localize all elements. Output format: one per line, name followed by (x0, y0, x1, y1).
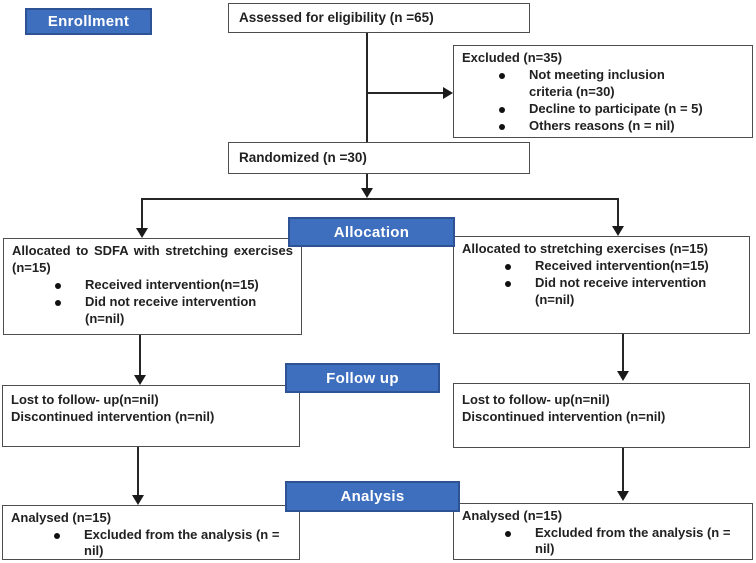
arrowhead-down-icon (617, 491, 629, 501)
connector-split-to-allocation-right (617, 199, 619, 227)
arrowhead-down-icon (134, 375, 146, 385)
allocation-left-bullet-list: Received intervention(n=15) Did not rece… (12, 277, 293, 328)
assessed-for-eligibility-box: Assessed for eligibility (n =65) (228, 3, 530, 33)
arrowhead-down-icon (361, 188, 373, 198)
connector-assessed-to-randomized (366, 33, 368, 142)
excluded-bullet-list: Not meeting inclusion criteria (n=30) De… (462, 67, 744, 135)
stage-label-enrollment-text: Enrollment (47, 13, 130, 30)
connector-randomized-to-split (366, 174, 368, 190)
allocation-right-box: Allocated to stretching exercises (n=15)… (453, 236, 750, 334)
allocation-left-bullet: Did not receive intervention (n=nil) (55, 294, 289, 328)
analysis-left-box: Analysed (n=15) Excluded from the analys… (2, 505, 300, 560)
followup-right-line1: Lost to follow- up(n=nil) (462, 392, 610, 407)
connector-followup-to-analysis-right (622, 448, 624, 492)
arrowhead-down-icon (612, 226, 624, 236)
allocation-right-title: Allocated to stretching exercises (n=15) (462, 241, 709, 256)
followup-left-line2: Discontinued intervention (n=nil) (11, 408, 215, 424)
analysis-right-box: Analysed (n=15) Excluded from the analys… (453, 503, 753, 560)
analysis-right-bullet: Excluded from the analysis (n = nil) (505, 525, 740, 558)
arrowhead-right-icon (443, 87, 453, 99)
followup-left-line1: Lost to follow- up(n=nil) (11, 392, 159, 407)
analysis-right-title: Analysed (n=15) (462, 508, 563, 523)
followup-right-box: Lost to follow- up(n=nil) Discontinued i… (453, 383, 750, 448)
excluded-bullet: Not meeting inclusion criteria (n=30) (499, 67, 697, 101)
excluded-bullet: Decline to participate (n = 5) (499, 101, 740, 118)
stage-label-followup: Follow up (285, 363, 440, 393)
connector-allocation-to-followup-left (139, 335, 141, 376)
randomized-text: Randomized (n =30) (239, 150, 367, 166)
stage-label-enrollment: Enrollment (25, 8, 152, 35)
stage-label-analysis-text: Analysis (340, 488, 405, 505)
arrowhead-down-icon (136, 228, 148, 238)
stage-label-allocation: Allocation (288, 217, 455, 247)
randomized-box: Randomized (n =30) (228, 142, 530, 174)
allocation-left-title: Allocated to SDFA with stretching exerci… (12, 243, 293, 275)
allocation-right-bullet: Did not receive intervention (n=nil) (505, 275, 737, 309)
arrowhead-down-icon (132, 495, 144, 505)
connector-to-excluded (367, 92, 444, 94)
split-line (141, 198, 619, 200)
followup-right-line2: Discontinued intervention (n=nil) (462, 408, 666, 424)
allocation-right-bullet: Received intervention(n=15) (505, 258, 737, 275)
analysis-left-bullet: Excluded from the analysis (n = nil) (54, 527, 287, 560)
connector-split-to-allocation-left (141, 199, 143, 229)
excluded-bullet: Others reasons (n = nil) (499, 118, 740, 135)
analysis-right-bullet-list: Excluded from the analysis (n = nil) (462, 525, 744, 558)
analysis-left-bullet-list: Excluded from the analysis (n = nil) (11, 527, 291, 560)
arrowhead-down-icon (617, 371, 629, 381)
excluded-title: Excluded (n=35) (462, 50, 563, 65)
allocation-left-box: Allocated to SDFA with stretching exerci… (3, 238, 302, 335)
followup-left-box: Lost to follow- up(n=nil) Discontinued i… (2, 385, 300, 447)
allocation-right-bullet-list: Received intervention(n=15) Did not rece… (462, 258, 741, 309)
assessed-for-eligibility-text: Assessed for eligibility (n =65) (239, 10, 434, 26)
allocation-left-bullet: Received intervention(n=15) (55, 277, 289, 294)
stage-label-followup-text: Follow up (326, 369, 399, 387)
connector-followup-to-analysis-left (137, 447, 139, 496)
connector-allocation-to-followup-right (622, 334, 624, 372)
analysis-left-title: Analysed (n=15) (11, 510, 112, 525)
stage-label-allocation-text: Allocation (333, 223, 410, 241)
excluded-box: Excluded (n=35) Not meeting inclusion cr… (453, 45, 753, 138)
stage-label-analysis: Analysis (285, 481, 460, 512)
